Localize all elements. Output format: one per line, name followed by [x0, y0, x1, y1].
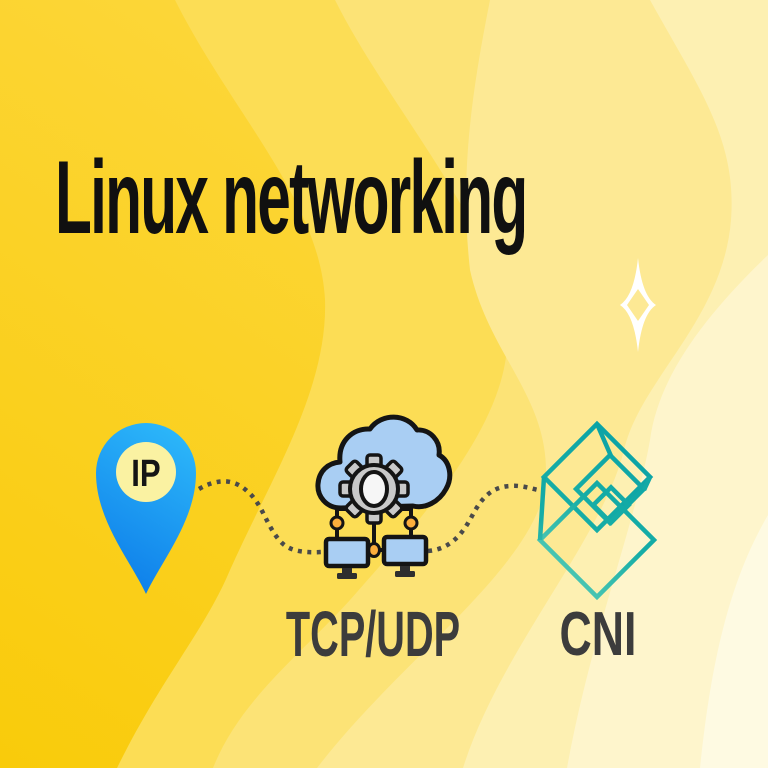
pin-inner-circle: [116, 442, 176, 502]
junction-node: [329, 515, 345, 531]
cni-logo-icon: [536, 420, 658, 601]
sparkle-icon: [620, 258, 656, 352]
dotted-connector-right: [427, 483, 539, 554]
junction-node: [403, 515, 419, 531]
page-title: Linux networking: [55, 140, 528, 256]
computer-monitors: [323, 534, 429, 579]
ip-pin-label: IP: [131, 453, 161, 495]
map-pin-icon: [96, 422, 196, 594]
cloud-gear-network-icon: [315, 414, 453, 579]
cni-label: CNI: [559, 600, 637, 669]
gear-icon: [338, 453, 410, 525]
tcp-udp-label: TCP/UDP: [285, 598, 461, 670]
